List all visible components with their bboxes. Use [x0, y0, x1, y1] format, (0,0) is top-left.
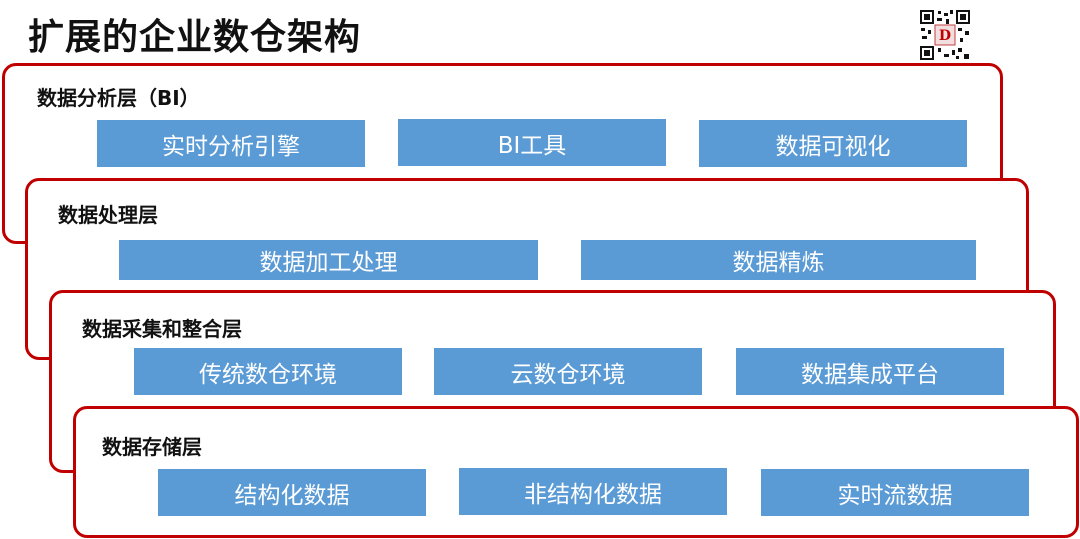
- box-traditional-dw: 传统数仓环境: [134, 348, 402, 395]
- layer-title-integration: 数据采集和整合层: [82, 317, 242, 341]
- box-structured-data: 结构化数据: [158, 469, 426, 516]
- layer-title-analysis: 数据分析层（BI）: [37, 86, 200, 110]
- layer-title-storage: 数据存储层: [102, 435, 202, 459]
- svg-text:D: D: [939, 28, 951, 44]
- box-data-processing: 数据加工处理: [119, 240, 538, 280]
- box-bi-tools: BI工具: [398, 119, 666, 166]
- box-unstructured-data: 非结构化数据: [459, 468, 727, 515]
- box-data-refining: 数据精炼: [581, 240, 976, 280]
- box-data-visualization: 数据可视化: [699, 120, 967, 167]
- page-title: 扩展的企业数仓架构: [28, 17, 362, 58]
- box-realtime-stream: 实时流数据: [761, 469, 1029, 516]
- layer-title-processing: 数据处理层: [58, 203, 158, 227]
- box-data-integration: 数据集成平台: [736, 348, 1004, 395]
- qr-code-icon: D: [918, 8, 972, 62]
- box-realtime-engine: 实时分析引擎: [97, 120, 365, 167]
- box-cloud-dw: 云数仓环境: [434, 348, 702, 395]
